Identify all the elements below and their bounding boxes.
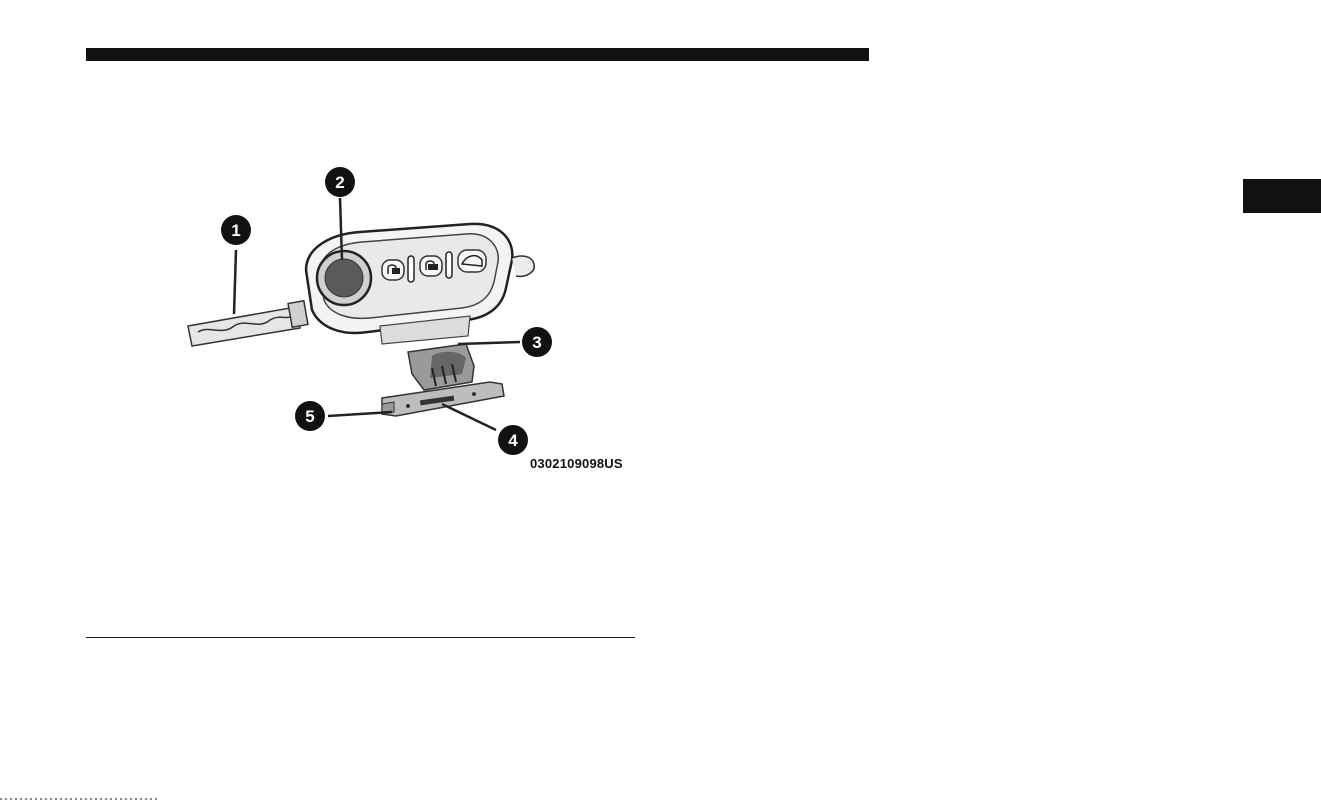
header-rule xyxy=(86,48,869,61)
callout-1: 1 xyxy=(221,215,251,245)
unlock-icon xyxy=(382,260,404,280)
footer-dots xyxy=(0,798,160,800)
section-rule xyxy=(86,637,635,638)
callout-3-label: 3 xyxy=(532,333,541,352)
battery-cover xyxy=(408,344,474,390)
trunk-icon xyxy=(458,250,486,272)
callout-2: 2 xyxy=(325,167,355,197)
callout-2-label: 2 xyxy=(335,173,344,192)
callout-4-label: 4 xyxy=(508,431,518,450)
callout-5-label: 5 xyxy=(305,407,314,426)
callout-3: 3 xyxy=(522,327,552,357)
chapter-tab[interactable] xyxy=(1243,179,1321,213)
figure-code: 0302109098US xyxy=(530,456,623,471)
key-fob-figure: 1 2 3 4 5 xyxy=(170,160,650,480)
callout-1-label: 1 xyxy=(231,221,240,240)
lock-icon xyxy=(420,256,442,276)
callout-5: 5 xyxy=(295,401,325,431)
blade-icon xyxy=(188,301,308,346)
flip-key-illustration: 1 2 3 4 5 xyxy=(170,160,650,480)
callout-4: 4 xyxy=(498,425,528,455)
